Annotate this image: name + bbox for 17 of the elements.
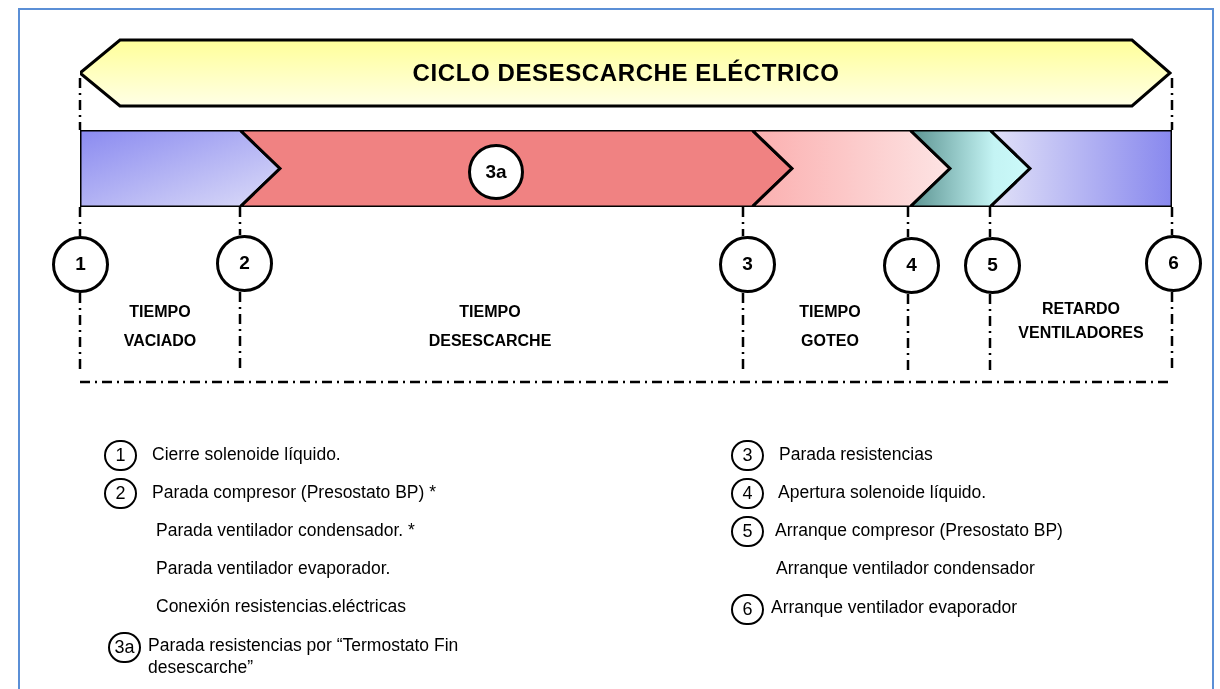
- step-description: Apertura solenoide líquido.: [778, 481, 987, 503]
- step-description: Cierre solenoide líquido.: [152, 443, 341, 465]
- period-label: TIEMPO GOTEO: [798, 302, 862, 351]
- step-description: Parada resistencias por “Termostato Fin desescarche”: [148, 634, 460, 678]
- step-description: Arranque compresor (Presostato BP): [775, 519, 1063, 541]
- banner-title: CICLO DESESCARCHE ELÉCTRICO: [412, 58, 840, 88]
- period-label: TIEMPO VACIADO: [122, 302, 198, 351]
- period-label: TIEMPO DESESCARCHE: [427, 302, 553, 351]
- period-label: RETARDO VENTILADORES: [1017, 299, 1145, 343]
- step-description: Parada resistencias: [779, 443, 933, 465]
- banner-arrow: [80, 38, 1172, 108]
- step-description: Parada compresor (Presostato BP) *: [152, 481, 436, 503]
- step-description: Conexión resistencias.eléctricas: [156, 595, 406, 617]
- step-description: Parada ventilador condensador. *: [156, 519, 415, 541]
- step-description: Arranque ventilador condensador: [776, 557, 1035, 579]
- step-description: Parada ventilador evaporador.: [156, 557, 391, 579]
- step-description: Arranque ventilador evaporador: [771, 596, 1018, 618]
